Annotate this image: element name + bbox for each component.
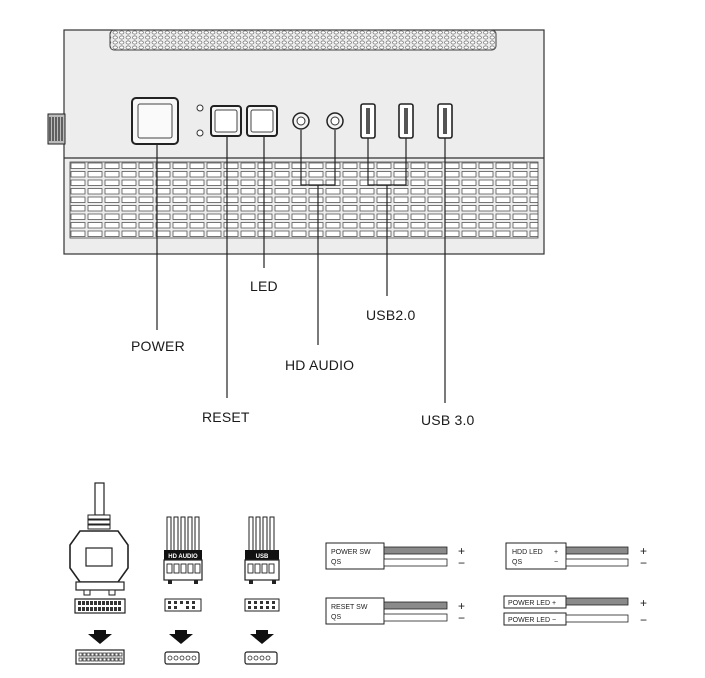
side-knob: [47, 113, 66, 145]
front-grill: [69, 161, 539, 239]
wire-power-sw-line2: QS: [331, 559, 341, 566]
callout-power: POWER: [131, 338, 185, 354]
wire-reset-sw: RESET SW QS + −: [325, 597, 465, 625]
usb-port-1: [360, 103, 376, 139]
arrow-down-icon: [250, 630, 274, 644]
wire-power-sw: POWER SW QS + −: [325, 542, 465, 570]
wire-power-led: POWER LED + POWER LED − + −: [503, 595, 647, 627]
wire-power-sw-line1: POWER SW: [331, 549, 371, 556]
callout-usb2: USB2.0: [366, 307, 416, 323]
audio-jack-mic: [326, 112, 344, 130]
top-mesh-vent: [109, 29, 497, 51]
arrow-down-icon: [88, 630, 112, 644]
wire-power-led-bottom-label: POWER LED −: [508, 617, 556, 624]
audio-jack-headphone: [292, 112, 310, 130]
power-led-indicator: [196, 104, 204, 112]
callout-hd-audio: HD AUDIO: [285, 357, 355, 373]
case-front-panel: [47, 29, 545, 255]
leader-lines: [156, 130, 446, 403]
wire-hdd-led-line1: HDD LED: [512, 549, 543, 556]
header-usb: [244, 651, 278, 665]
wire-hdd-led-minus: −: [640, 556, 647, 570]
wire-power-led-plus: +: [640, 596, 647, 610]
callout-led: LED: [250, 278, 278, 294]
arrow-down-icon: [169, 630, 193, 644]
wire-reset-sw-line1: RESET SW: [331, 604, 368, 611]
wire-hdd-led-plus: +: [640, 544, 647, 558]
usb-port-2: [398, 103, 414, 139]
header-24pin: [75, 649, 125, 665]
wire-hdd-led-line2: QS: [512, 559, 522, 566]
wire-reset-sw-plus: +: [458, 599, 465, 613]
wire-power-led-top-label: POWER LED +: [508, 600, 556, 607]
wire-power-sw-minus: −: [458, 556, 465, 570]
wire-hdd-led-line2-sign: −: [554, 559, 558, 566]
header-hd-audio: [164, 651, 200, 665]
wire-reset-sw-line2: QS: [331, 614, 341, 621]
hd-audio-connector: HD AUDIO: [163, 516, 203, 665]
callout-usb3: USB 3.0: [421, 412, 475, 428]
wire-reset-sw-minus: −: [458, 611, 465, 625]
usb-connector: USB: [244, 516, 280, 665]
wire-power-led-minus: −: [640, 613, 647, 627]
main-connector: [69, 482, 129, 665]
usb-port-3: [437, 103, 453, 139]
hdd-led-indicator: [196, 129, 204, 137]
wire-hdd-led: HDD LED + QS − + −: [505, 542, 647, 570]
wire-hdd-led-line1-sign: +: [554, 549, 558, 556]
callout-reset: RESET: [202, 409, 250, 425]
hd-audio-connector-label: HD AUDIO: [168, 554, 198, 560]
usb-connector-label: USB: [256, 554, 269, 560]
wire-power-sw-plus: +: [458, 544, 465, 558]
